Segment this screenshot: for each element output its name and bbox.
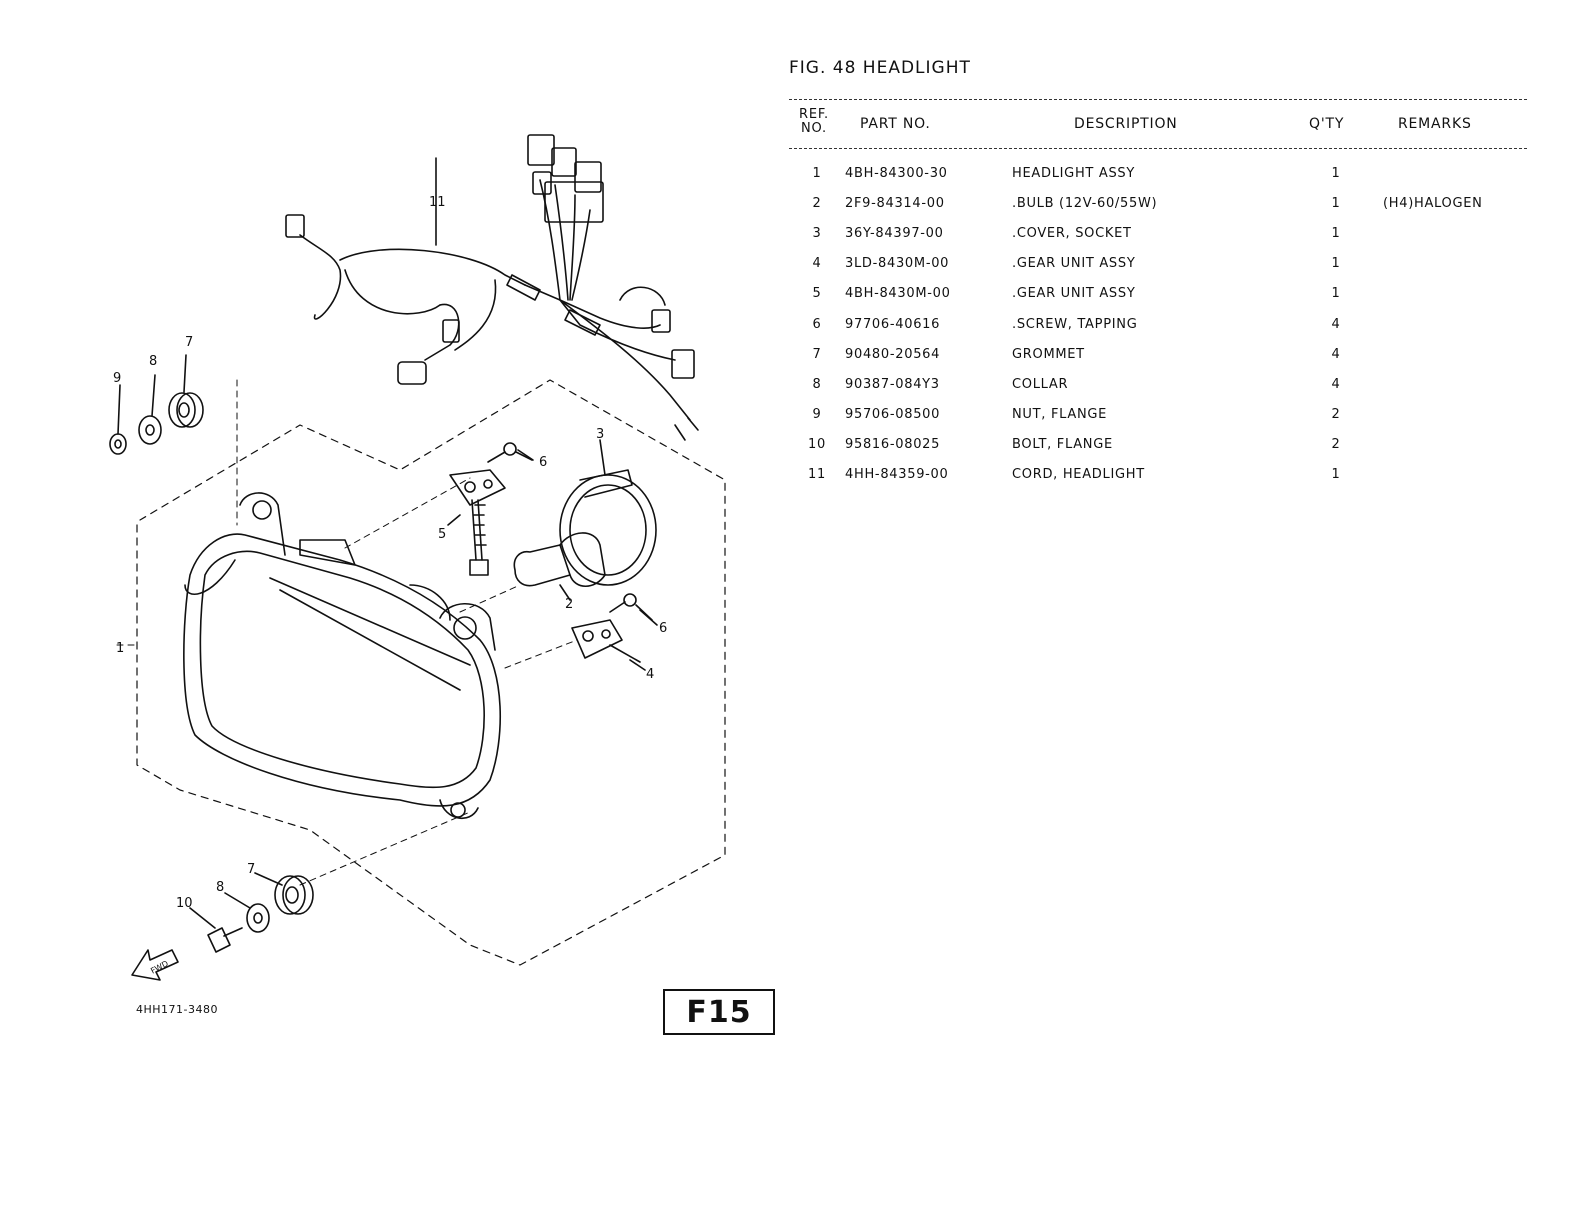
callout-3: 3 [596, 427, 605, 442]
table-row: 1 4BH-84300-30 HEADLIGHT ASSY 1 [789, 160, 1527, 190]
header-description: DESCRIPTION [1074, 116, 1178, 132]
part-no-cell: 90480-20564 [845, 346, 941, 362]
qty-cell: 1 [1331, 467, 1341, 482]
ref-no-cell: 8 [812, 376, 822, 392]
callout-11: 11 [429, 195, 446, 210]
header-remarks: REMARKS [1398, 116, 1472, 132]
fwd-arrow-icon [131, 949, 179, 981]
part-no-cell: 97706-40616 [845, 316, 941, 332]
ref-no-cell: 1 [812, 166, 822, 181]
table-row: 2 2F9-84314-00 .BULB (12V-60/55W) 1 (H4)HALO… [789, 190, 1527, 220]
description-cell: COLLAR [1012, 376, 1069, 392]
qty-cell: 1 [1331, 196, 1341, 212]
table-row: 7 90480-20564 GROMMET 4 [789, 341, 1527, 371]
tapping-screw-upper [487, 442, 533, 463]
ref-no-cell: 4 [812, 256, 822, 272]
qty-cell: 2 [1331, 436, 1341, 452]
part-no-cell: 4BH-8430M-00 [845, 286, 951, 302]
gear-unit-4 [571, 619, 641, 663]
gear-unit-5 [449, 469, 506, 576]
callout-7-lower: 7 [247, 862, 256, 877]
callout-4: 4 [646, 667, 655, 682]
table-row: 10 95816-08025 BOLT, FLANGE 2 [789, 431, 1527, 461]
ref-no-cell: 9 [812, 406, 822, 422]
table-header-rule [789, 148, 1527, 149]
callout-5: 5 [438, 527, 447, 542]
qty-cell: 1 [1331, 286, 1341, 302]
ref-no-cell: 10 [808, 436, 826, 452]
description-cell: BOLT, FLANGE [1012, 436, 1113, 452]
description-cell: GROMMET [1012, 346, 1085, 362]
callout-7-upper: 7 [185, 335, 194, 350]
callout-6-upper: 6 [539, 455, 548, 470]
qty-cell: 1 [1331, 166, 1341, 181]
description-cell: CORD, HEADLIGHT [1012, 467, 1145, 482]
wire-harness [285, 134, 699, 441]
headlight-body [183, 492, 502, 820]
callout-9: 9 [113, 371, 122, 386]
description-cell: NUT, FLANGE [1012, 406, 1108, 422]
part-no-cell: 3LD-8430M-00 [845, 256, 950, 272]
callout-8-lower: 8 [216, 880, 225, 895]
description-cell: .GEAR UNIT ASSY [1012, 256, 1136, 272]
qty-cell: 1 [1331, 256, 1341, 272]
callout-8-upper: 8 [149, 354, 158, 369]
qty-cell: 1 [1331, 226, 1341, 242]
qty-cell: 4 [1331, 346, 1341, 362]
description-cell: .BULB (12V-60/55W) [1012, 196, 1158, 212]
ref-no-cell: 3 [812, 226, 822, 242]
page-badge: F15 [663, 989, 775, 1035]
part-no-cell: 4HH-84359-00 [845, 467, 949, 482]
part-no-cell: 4BH-84300-30 [845, 166, 948, 181]
fwd-arrow-label: FWD [149, 959, 170, 976]
table-row: 8 90387-084Y3 COLLAR 4 [789, 371, 1527, 401]
table-row: 9 95706-08500 NUT, FLANGE 2 [789, 401, 1527, 431]
header-part-no: PART NO. [860, 116, 931, 132]
bulb-and-socket-cover [513, 469, 657, 588]
qty-cell: 4 [1331, 376, 1341, 392]
table-row: 11 4HH-84359-00 CORD, HEADLIGHT 1 [789, 461, 1527, 491]
description-cell: .GEAR UNIT ASSY [1012, 286, 1136, 302]
table-row: 5 4BH-8430M-00 .GEAR UNIT ASSY 1 [789, 280, 1527, 310]
assembly-boundary [136, 379, 726, 966]
ref-no-cell: 7 [812, 346, 822, 362]
description-cell: HEADLIGHT ASSY [1012, 166, 1136, 181]
callout-2: 2 [565, 597, 574, 612]
exploded-parts-diagram: FWD [109, 134, 726, 981]
description-cell: .COVER, SOCKET [1012, 226, 1132, 242]
table-row: 3 36Y-84397-00 .COVER, SOCKET 1 [789, 220, 1527, 250]
remarks-cell: (H4)HALOGEN [1383, 196, 1483, 212]
ref-no-cell: 5 [812, 286, 822, 302]
part-no-cell: 95816-08025 [845, 436, 941, 452]
ref-no-cell: 2 [812, 196, 822, 212]
callout-6-lower: 6 [659, 621, 668, 636]
part-no-cell: 90387-084Y3 [845, 376, 940, 392]
qty-cell: 2 [1331, 406, 1341, 422]
table-row: 6 97706-40616 .SCREW, TAPPING 4 [789, 311, 1527, 341]
table-row: 4 3LD-8430M-00 .GEAR UNIT ASSY 1 [789, 250, 1527, 280]
part-no-cell: 2F9-84314-00 [845, 196, 945, 212]
ref-no-cell: 6 [812, 316, 822, 332]
qty-cell: 4 [1331, 316, 1341, 332]
header-ref-no: REF. NO. [799, 107, 829, 136]
description-cell: .SCREW, TAPPING [1012, 316, 1138, 332]
callout-1: 1 [116, 641, 125, 656]
upper-grommet-collar-nut [109, 354, 204, 455]
alignment-lines [116, 379, 578, 886]
lower-grommet-collar-bolt [189, 157, 658, 953]
tapping-screw-lower [609, 593, 653, 621]
callout-10: 10 [176, 896, 193, 911]
table-header: REF. NO. PART NO. DESCRIPTION Q'TY REMAR… [789, 96, 1527, 152]
table-top-rule [789, 99, 1527, 100]
ref-no-cell: 11 [808, 467, 826, 482]
figure-title: FIG. 48 HEADLIGHT [789, 58, 971, 78]
part-no-cell: 36Y-84397-00 [845, 226, 944, 242]
header-qty: Q'TY [1309, 116, 1345, 132]
part-no-cell: 95706-08500 [845, 406, 941, 422]
drawing-code: 4HH171-3480 [136, 1003, 219, 1016]
